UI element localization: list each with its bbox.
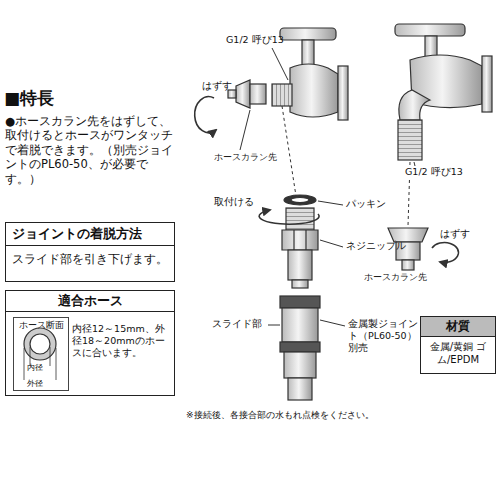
box-body: 金属/黄銅 ゴム/EPDM — [421, 337, 495, 370]
feature-text: ●ホースカラン先をはずして、取付けるとホースがワンタッチで着脱できます。（別売ジ… — [5, 114, 181, 186]
box-heading: 材質 — [421, 317, 495, 337]
part-label: パッキン — [346, 198, 386, 211]
part-label: はずす — [202, 80, 232, 93]
part-label: ホースカラン先 — [364, 272, 427, 283]
part-label: ホースカラン先 — [214, 152, 277, 163]
part-label: 外径 — [27, 379, 43, 389]
box-body: 内径12～15mm、外径18～20mmのホースに合います。 — [72, 323, 170, 359]
box-body: スライド部を引き下げます。 — [6, 246, 174, 273]
info-box: 材質金属/黄銅 ゴム/EPDM — [420, 316, 496, 374]
part-label: 取付ける — [214, 196, 254, 209]
part-label: G1/2 呼び13 — [226, 34, 284, 46]
part-label: 金属製ジョイント（PL60-50）別売 — [348, 318, 418, 354]
part-label: 内径 — [27, 363, 43, 373]
box-heading: 適合ホース — [6, 291, 174, 312]
section-label: ホース断面 — [14, 318, 68, 331]
part-label: スライド部 — [212, 318, 262, 331]
info-box: ジョイントの着脱方法スライド部を引き下げます。 — [5, 222, 175, 282]
box-heading: ジョイントの着脱方法 — [6, 223, 174, 246]
part-label: ネジニップル — [346, 240, 406, 253]
part-label: はずす — [440, 228, 470, 241]
title: ■特長 — [4, 88, 54, 109]
part-label: G1/2 呼び13 — [404, 166, 464, 178]
note: ※接続後、各接合部の水もれ点検をください。 — [186, 410, 496, 421]
